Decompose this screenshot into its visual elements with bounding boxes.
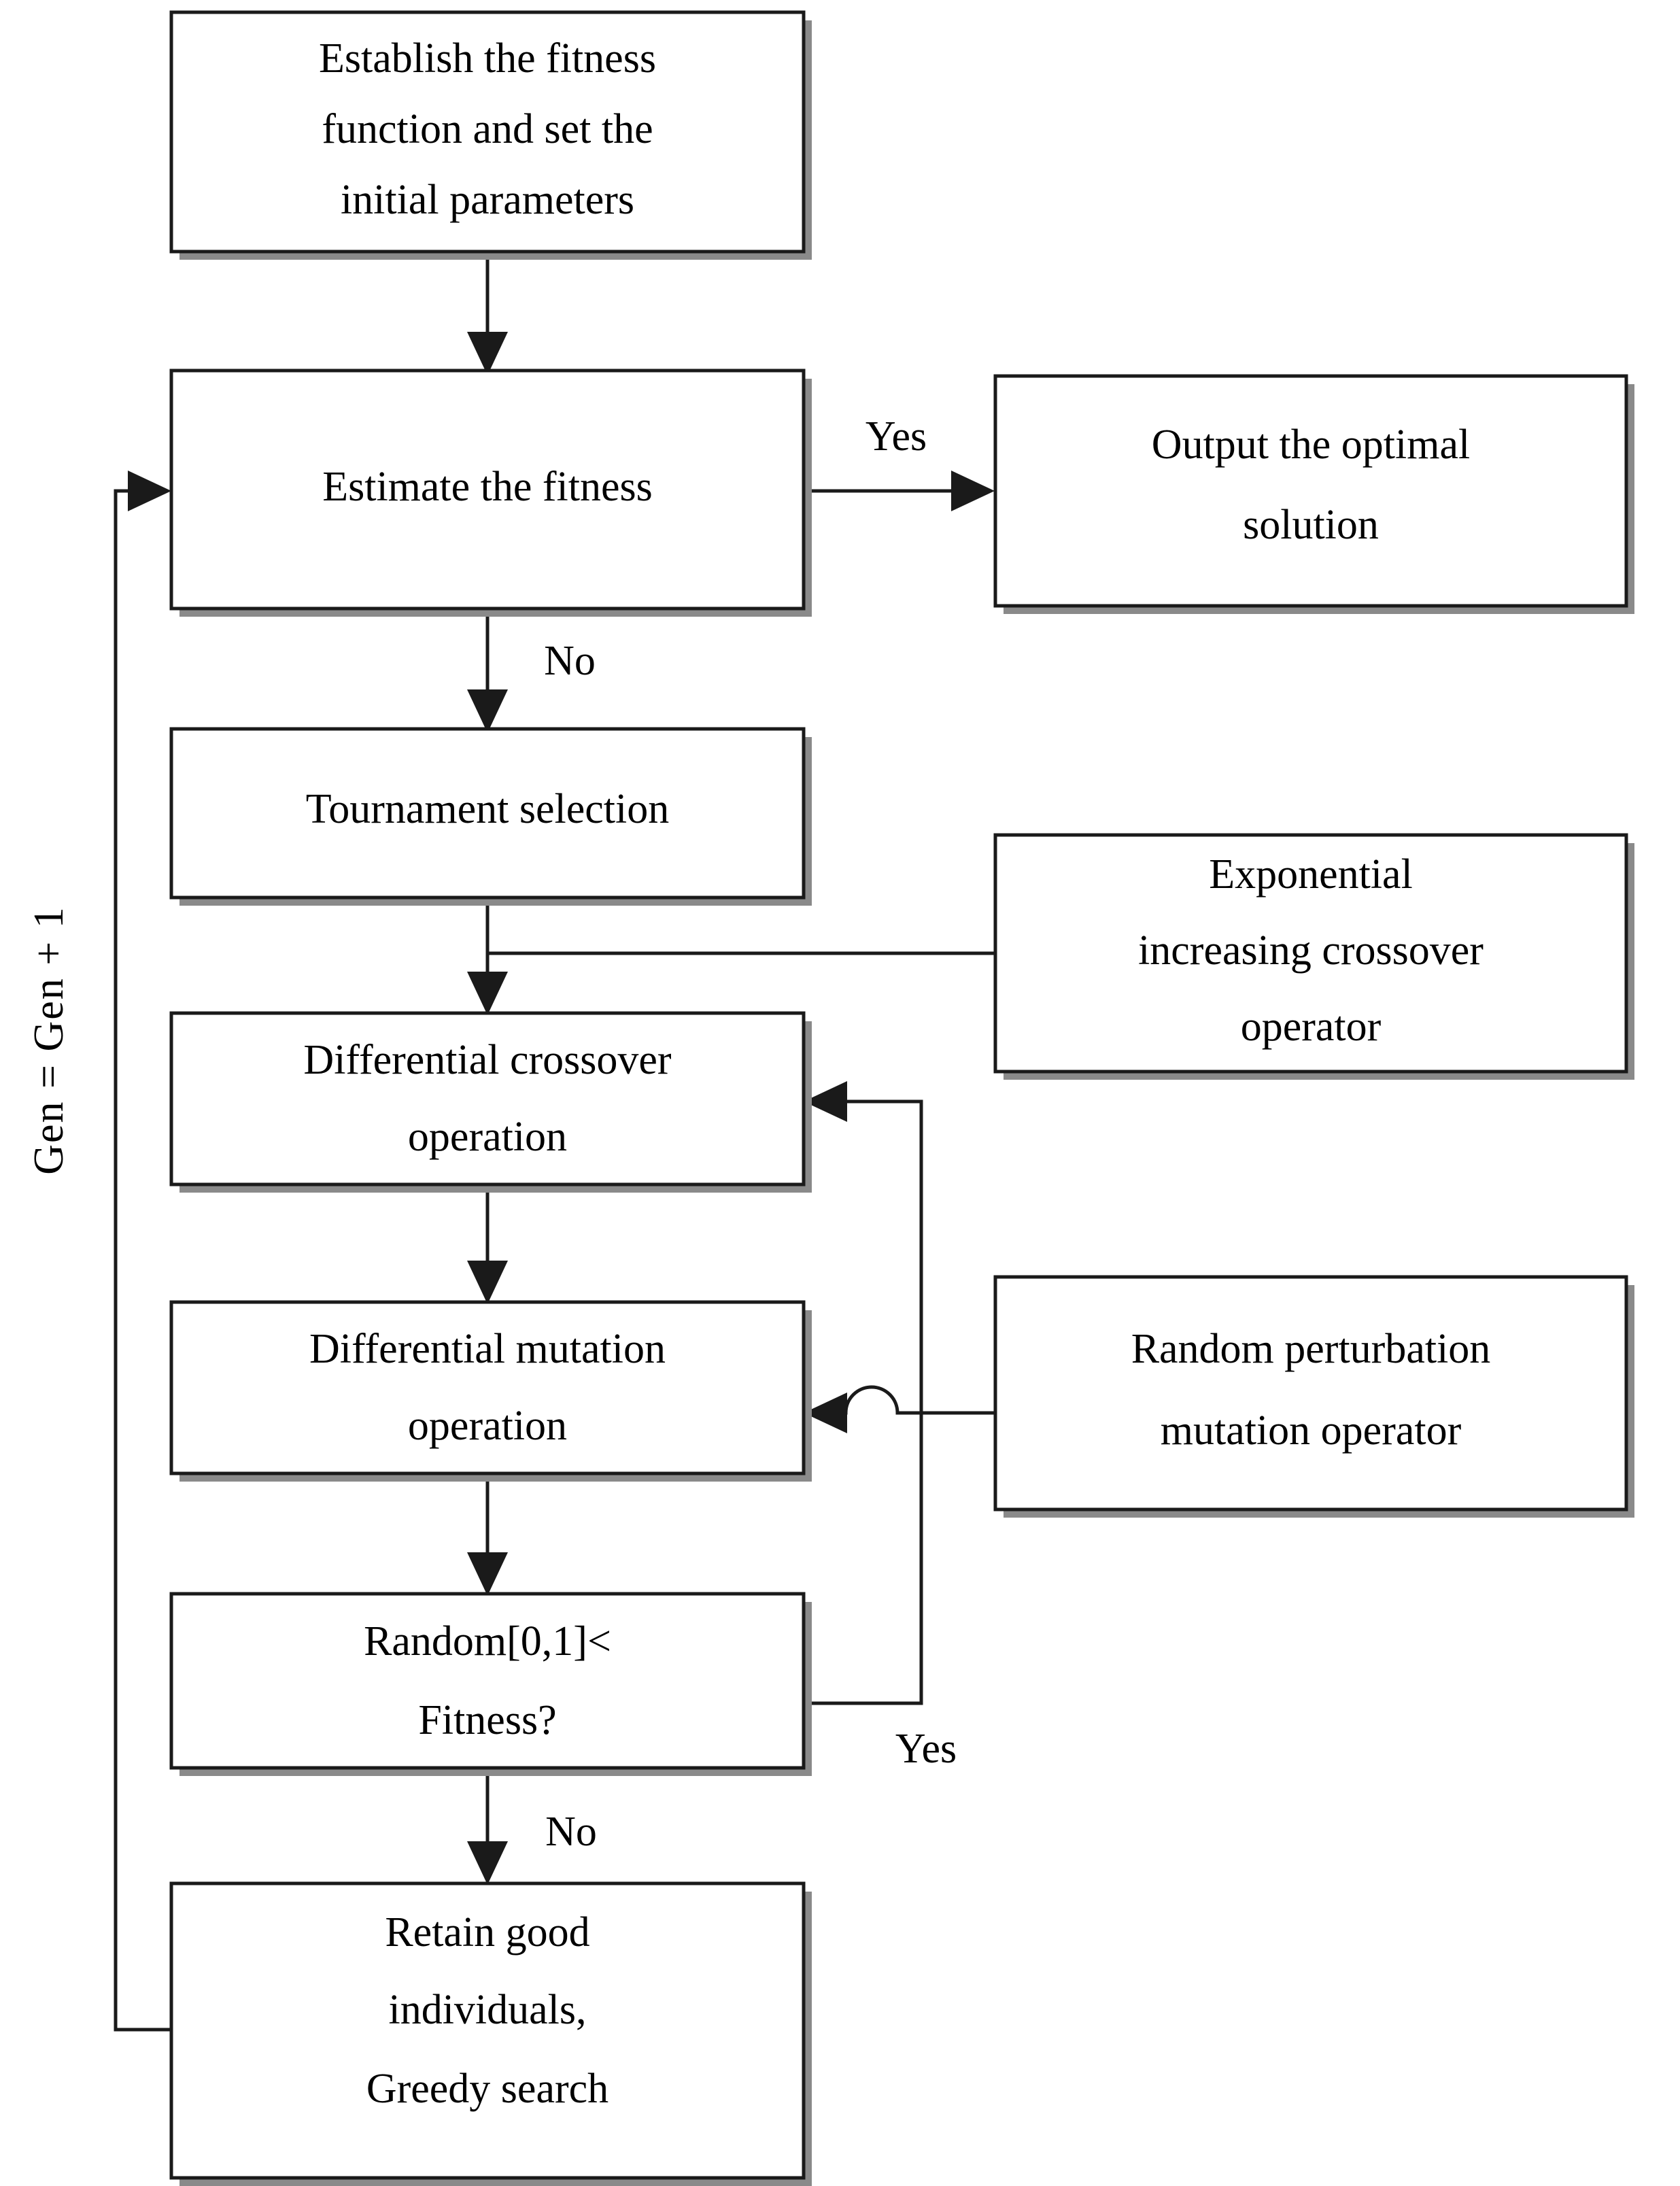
edge-establish-to-estimate	[467, 252, 508, 375]
edge-crossover-to-mutation	[467, 1184, 508, 1304]
output-optimal-line-1: Output the optimal	[1152, 422, 1470, 468]
exponential-crossover-line-1: Exponential	[1209, 851, 1413, 898]
random-fitness-line-2: Fitness?	[418, 1697, 556, 1743]
edge-estimate-to-tournament	[467, 609, 508, 733]
tournament-selection-line-1: Tournament selection	[306, 786, 670, 832]
establish-fitness-box[interactable]: Establish the fitness function and set t…	[169, 10, 812, 260]
gen-increment-label: Gen = Gen + 1	[26, 906, 72, 1175]
random-perturbation-line-2: mutation operator	[1161, 1407, 1462, 1454]
differential-mutation-line-1: Differential mutation	[309, 1326, 666, 1372]
output-optimal-solution-box[interactable]: Output the optimal solution	[993, 374, 1634, 614]
random-perturbation-mutation-operator-box[interactable]: Random perturbation mutation operator	[993, 1275, 1634, 1518]
establish-fitness-line-2: function and set the	[322, 106, 653, 152]
exponential-crossover-line-2: increasing crossover	[1138, 927, 1484, 974]
retain-good-line-3: Greedy search	[366, 2066, 608, 2112]
edge-label-yes-random: Yes	[895, 1726, 957, 1772]
retain-good-line-2: individuals,	[388, 1987, 586, 2033]
edge-random-check-to-crossover-feedback	[804, 1081, 923, 1705]
estimate-fitness-line-1: Estimate the fitness	[322, 464, 653, 510]
establish-fitness-line-1: Establish the fitness	[319, 35, 656, 82]
retain-good-line-1: Retain good	[385, 1909, 589, 1956]
gen-increment-label-group: Gen = Gen + 1	[26, 906, 72, 1175]
differential-crossover-operation-box[interactable]: Differential crossover operation	[169, 1011, 812, 1193]
edge-tournament-to-crossover	[467, 898, 508, 1015]
edge-estimate-to-output	[804, 471, 995, 511]
edge-retain-to-estimate-feedback	[114, 471, 171, 2032]
edge-perturbation-to-mutation	[804, 1385, 995, 1433]
estimate-fitness-box[interactable]: Estimate the fitness	[169, 369, 812, 617]
differential-crossover-line-2: operation	[408, 1114, 567, 1160]
exponential-crossover-line-3: operator	[1241, 1004, 1382, 1050]
differential-mutation-line-2: operation	[408, 1403, 567, 1449]
connectors-layer	[114, 252, 995, 2032]
random-perturbation-line-1: Random perturbation	[1131, 1326, 1491, 1372]
edge-mutation-to-random-check	[467, 1473, 508, 1596]
edge-label-yes-estimate: Yes	[865, 413, 927, 460]
differential-crossover-line-1: Differential crossover	[303, 1037, 671, 1083]
edge-random-check-to-retain	[467, 1768, 508, 1885]
nodes-layer: Establish the fitness function and set t…	[169, 10, 1634, 2186]
edge-labels-layer: Yes No Yes No	[544, 413, 957, 1855]
exponential-increasing-crossover-operator-box[interactable]: Exponential increasing crossover operato…	[993, 833, 1634, 1080]
retain-good-individuals-box[interactable]: Retain good individuals, Greedy search	[169, 1881, 812, 2186]
output-optimal-line-2: solution	[1243, 502, 1379, 548]
edge-label-no-estimate: No	[544, 638, 596, 684]
establish-fitness-line-3: initial parameters	[341, 177, 634, 223]
random-fitness-line-1: Random[0,1]<	[364, 1618, 611, 1664]
differential-mutation-operation-box[interactable]: Differential mutation operation	[169, 1300, 812, 1482]
random-fitness-decision-box[interactable]: Random[0,1]< Fitness?	[169, 1592, 812, 1776]
tournament-selection-box[interactable]: Tournament selection	[169, 727, 812, 906]
edge-label-no-random: No	[545, 1809, 597, 1855]
